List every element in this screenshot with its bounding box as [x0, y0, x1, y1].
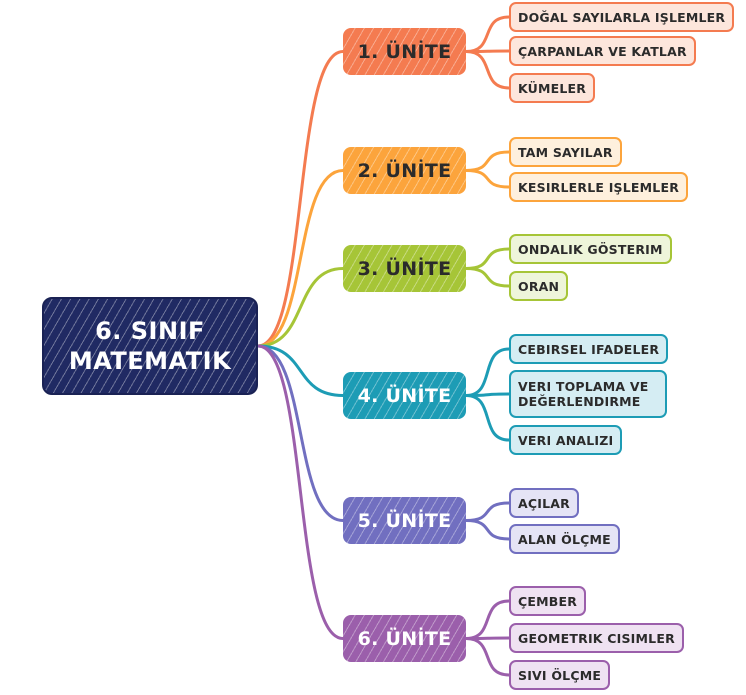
topic-label: ÇARPANLAR VE KATLAR — [518, 43, 687, 59]
connector-line — [464, 599, 511, 640]
topic-node[interactable]: SIVI ÖLÇME — [509, 660, 611, 690]
unit-node-4[interactable]: 4. ÜNİTE — [343, 372, 466, 419]
topic-node[interactable]: VERI ANALIZI — [509, 425, 623, 455]
connector-line — [256, 344, 345, 640]
topic-label: ALAN ÖLÇME — [518, 531, 611, 547]
topic-node[interactable]: ORAN — [509, 271, 569, 301]
connector-line — [256, 169, 345, 348]
connector-line — [464, 394, 511, 442]
topic-node[interactable]: ÇEMBER — [509, 586, 587, 616]
connector-line — [464, 50, 511, 90]
topic-label: ONDALIK GÖSTERIM — [518, 241, 663, 257]
connector-line — [464, 501, 511, 522]
connector-line — [464, 15, 511, 53]
connector-line — [464, 150, 511, 172]
topic-label: SIVI ÖLÇME — [518, 667, 602, 683]
connector-line — [464, 267, 511, 288]
root-node[interactable]: 6. SINIF MATEMATIK — [42, 297, 258, 395]
topic-label: ÇEMBER — [518, 593, 578, 609]
connector-line — [464, 347, 511, 397]
connector-line — [464, 519, 511, 541]
unit-label: 2. ÜNİTE — [357, 159, 452, 182]
topic-label: VERI ANALIZI — [518, 432, 614, 448]
topic-node[interactable]: KESIRLERLE IŞLEMLER — [509, 172, 689, 202]
connector-line — [464, 637, 511, 677]
topic-label: ORAN — [518, 278, 560, 294]
connector-line — [256, 50, 345, 348]
topic-node[interactable]: DOĞAL SAYILARLA IŞLEMLER — [509, 2, 735, 32]
unit-label: 1. ÜNİTE — [357, 40, 452, 63]
topic-node[interactable]: GEOMETRIK CISIMLER — [509, 623, 684, 653]
topic-label: TAM SAYILAR — [518, 144, 613, 160]
topic-node[interactable]: ÇARPANLAR VE KATLAR — [509, 36, 696, 66]
topic-node[interactable]: TAM SAYILAR — [509, 137, 622, 167]
topic-label: KÜMELER — [518, 80, 587, 96]
unit-label: 4. ÜNİTE — [357, 384, 452, 407]
topic-label: VERI TOPLAMA VE DEĞERLENDIRME — [518, 379, 649, 409]
connector-line — [256, 344, 345, 522]
unit-node-5[interactable]: 5. ÜNİTE — [343, 497, 466, 544]
topic-label: CEBIRSEL IFADELER — [518, 341, 660, 357]
root-label-line2: MATEMATIK — [68, 347, 232, 375]
unit-node-1[interactable]: 1. ÜNİTE — [343, 28, 466, 75]
connector-line — [464, 247, 511, 270]
topic-label: AÇILAR — [518, 495, 570, 511]
topic-node[interactable]: AÇILAR — [509, 488, 579, 518]
unit-label: 3. ÜNİTE — [357, 257, 452, 280]
topic-node[interactable]: ONDALIK GÖSTERIM — [509, 234, 672, 264]
topic-label: DOĞAL SAYILARLA IŞLEMLER — [518, 9, 726, 25]
unit-label: 6. ÜNİTE — [357, 627, 452, 650]
unit-node-3[interactable]: 3. ÜNİTE — [343, 245, 466, 292]
connector-line — [464, 169, 511, 189]
topic-node[interactable]: CEBIRSEL IFADELER — [509, 334, 669, 364]
root-label-line1: 6. SINIF — [95, 317, 205, 345]
unit-node-6[interactable]: 6. ÜNİTE — [343, 615, 466, 662]
topic-label: GEOMETRIK CISIMLER — [518, 630, 675, 646]
unit-label: 5. ÜNİTE — [357, 509, 452, 532]
topic-node[interactable]: ALAN ÖLÇME — [509, 524, 620, 554]
unit-node-2[interactable]: 2. ÜNİTE — [343, 147, 466, 194]
connector-line — [256, 267, 345, 348]
topic-node[interactable]: KÜMELER — [509, 73, 596, 103]
topic-label: KESIRLERLE IŞLEMLER — [518, 179, 680, 195]
topic-node[interactable]: VERI TOPLAMA VE DEĞERLENDIRME — [509, 370, 667, 418]
connector-line — [256, 344, 345, 397]
